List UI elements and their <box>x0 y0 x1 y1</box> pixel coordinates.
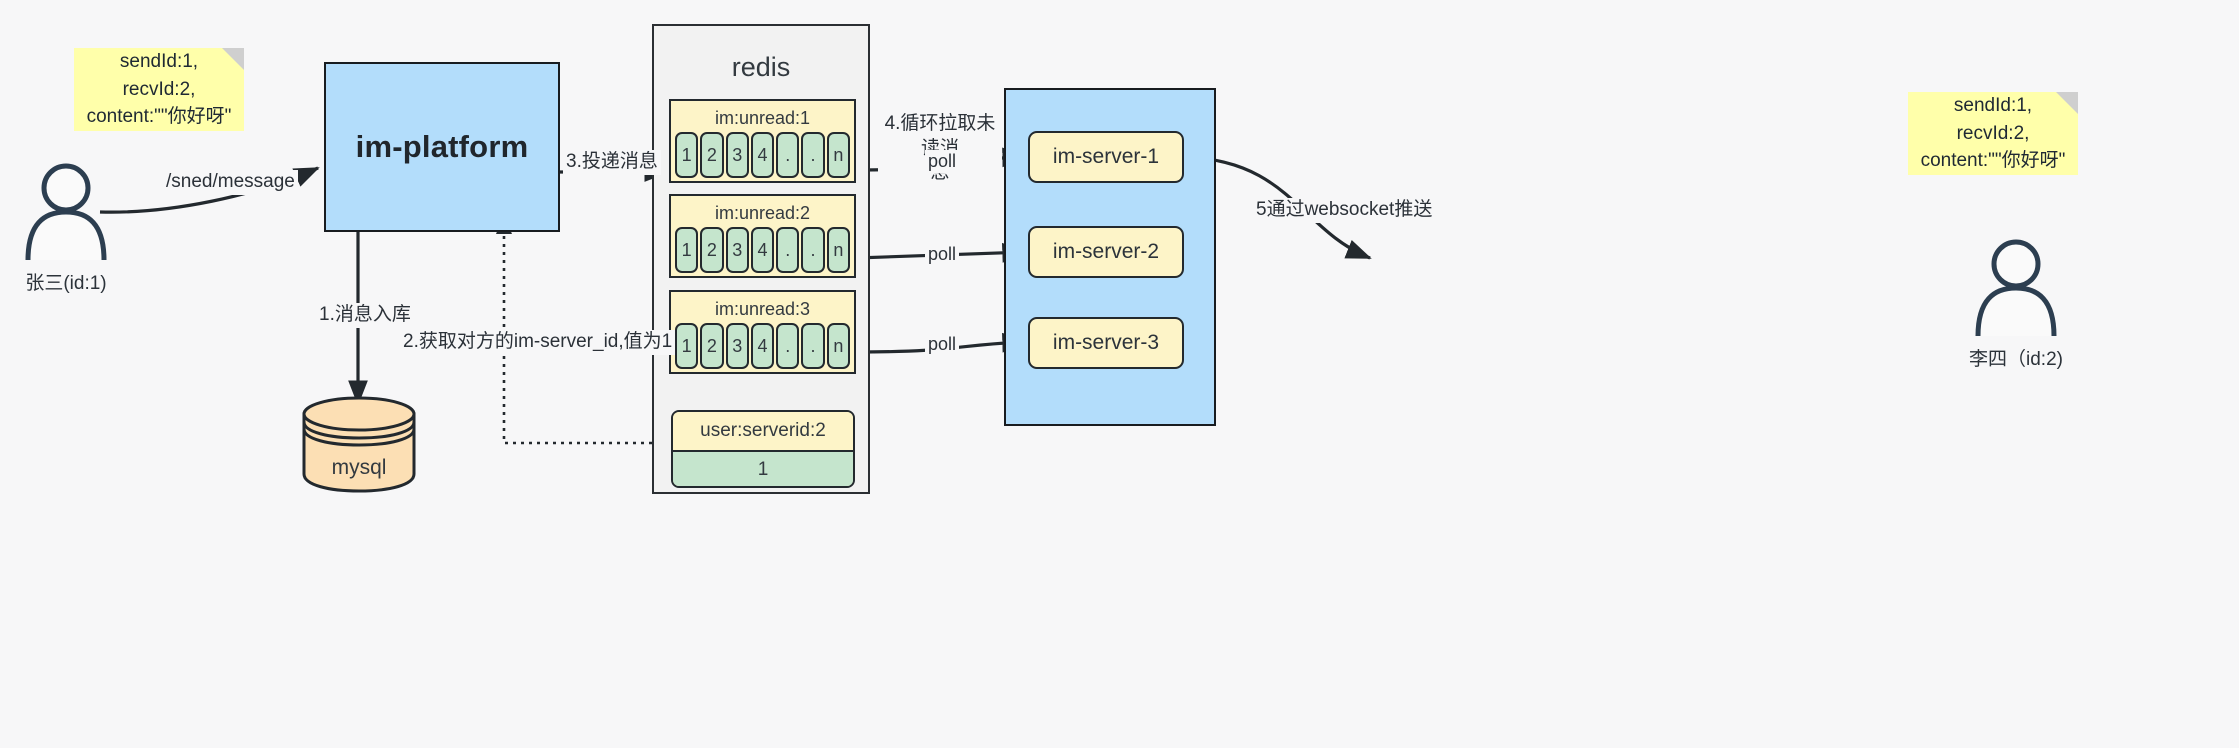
edge-label-step1: 1.消息入库 <box>316 303 414 328</box>
list-cell: . <box>801 132 825 178</box>
list-cell: 1 <box>675 323 699 369</box>
actor-receiver-caption: 李四（id:2) <box>1969 349 2063 370</box>
list-cell: 4 <box>750 227 775 273</box>
im-server-2[interactable]: im-server-2 <box>1028 226 1184 278</box>
list-cell: . <box>776 132 800 178</box>
list-cell: 4 <box>750 323 775 369</box>
edge-kv-to-platform <box>495 213 668 445</box>
mysql-label: mysql <box>331 456 387 479</box>
redis-list-key: im:unread:2 <box>714 203 811 223</box>
im-server-1[interactable]: im-server-1 <box>1028 131 1184 183</box>
edge-label-poll-3: poll <box>925 333 960 357</box>
note-right: sendId:1, recvId:2, content:""你好呀" <box>1908 92 2078 175</box>
redis-title: redis <box>731 52 791 82</box>
edge-label-poll-1: poll <box>925 150 960 174</box>
list-cell: n <box>826 323 850 369</box>
list-cell: . <box>776 227 800 273</box>
list-cell: 3 <box>725 227 749 273</box>
actor-receiver <box>1970 236 2062 337</box>
list-cell: 1 <box>675 227 699 273</box>
list-cell: 2 <box>700 132 724 178</box>
edge-label-step5: 5通过websocket推送 <box>1253 198 1436 223</box>
redis-list-im-unread-1[interactable]: im:unread:1 1 2 3 4 . . n <box>669 99 856 183</box>
im-server-2-label: im-server-2 <box>1052 240 1160 263</box>
list-cell: n <box>826 132 850 178</box>
redis-list-key: im:unread:1 <box>714 108 811 128</box>
list-cell: . <box>801 323 825 369</box>
list-cell: 3 <box>725 132 749 178</box>
edge-label-poll-2: poll <box>925 243 960 267</box>
list-cell: n <box>826 227 850 273</box>
redis-kv-user-serverid[interactable]: user:serverid:2 1 <box>671 410 855 488</box>
database-cylinder-icon <box>302 396 416 493</box>
edge-label-step2: 2.获取对方的im-server_id,值为1 <box>400 330 676 355</box>
im-server-3[interactable]: im-server-3 <box>1028 317 1184 369</box>
note-fold-icon <box>2056 92 2078 114</box>
list-cell: 2 <box>700 323 724 369</box>
edge-label-send-message: /sned/message <box>163 170 298 195</box>
actor-sender <box>20 160 112 261</box>
im-server-1-label: im-server-1 <box>1052 145 1160 168</box>
list-cell: . <box>801 227 825 273</box>
list-cell: 2 <box>700 227 724 273</box>
redis-kv-value: 1 <box>673 452 853 486</box>
im-platform-box[interactable]: im-platform <box>324 62 560 232</box>
im-platform-label: im-platform <box>355 129 529 164</box>
note-left: sendId:1, recvId:2, content:""你好呀" <box>74 48 244 131</box>
mysql-database[interactable]: mysql <box>300 394 418 494</box>
redis-list-im-unread-3[interactable]: im:unread:3 1 2 3 4 . . n <box>669 290 856 374</box>
note-fold-icon <box>222 48 244 70</box>
redis-list-key: im:unread:3 <box>714 299 811 319</box>
redis-list-im-unread-2[interactable]: im:unread:2 1 2 3 4 . . n <box>669 194 856 278</box>
list-cell: . <box>776 323 800 369</box>
note-left-text: sendId:1, recvId:2, content:""你好呀" <box>86 51 232 128</box>
list-cell: 4 <box>750 132 775 178</box>
list-cell: 1 <box>675 132 699 178</box>
im-server-3-label: im-server-3 <box>1052 331 1160 354</box>
user-icon <box>1975 239 2057 337</box>
redis-kv-key: user:serverid:2 <box>673 412 853 452</box>
note-right-text: sendId:1, recvId:2, content:""你好呀" <box>1920 95 2066 172</box>
actor-sender-caption: 张三(id:1) <box>25 273 107 294</box>
user-icon <box>25 163 107 261</box>
edge-label-step3: 3.投递消息 <box>563 150 661 175</box>
list-cell: 3 <box>725 323 749 369</box>
